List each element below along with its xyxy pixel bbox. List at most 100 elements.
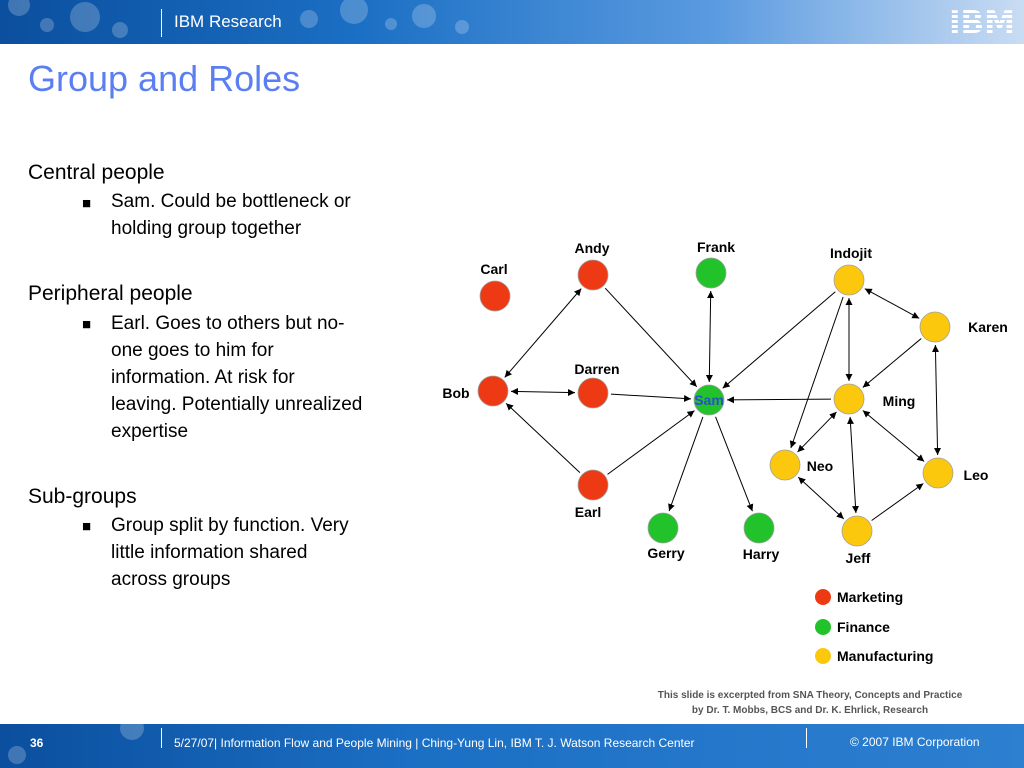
- edge-frank-sam: [705, 290, 715, 383]
- node-label-harry: Harry: [743, 546, 780, 562]
- edge-karen-leo: [932, 344, 941, 456]
- edge-bob-andy: [504, 288, 582, 378]
- legend-swatch: [815, 619, 831, 635]
- footer-divider: [806, 728, 807, 748]
- edge-indojit-sam: [722, 291, 836, 389]
- legend-swatch: [815, 589, 831, 605]
- legend-label: Marketing: [837, 589, 904, 605]
- header-bar: IBM Research IBM: [0, 0, 1024, 44]
- node-label-neo: Neo: [807, 458, 833, 474]
- node-label-leo: Leo: [964, 467, 989, 483]
- header-divider: [161, 9, 162, 37]
- decorative-dot: [8, 0, 30, 16]
- decorative-dot: [385, 18, 397, 30]
- edge-earl-bob: [505, 402, 581, 474]
- page-number: 36: [30, 736, 44, 750]
- node-harry: [743, 512, 775, 544]
- edge-ming-leo: [862, 410, 925, 462]
- node-label-darren: Darren: [574, 361, 619, 377]
- bullet-line: holding group together: [111, 218, 302, 239]
- node-label-bob: Bob: [442, 385, 469, 401]
- decorative-dot: [70, 2, 100, 32]
- edge-jeff-leo: [871, 483, 924, 521]
- bullet-line: one goes to him for: [111, 340, 274, 361]
- edge-earl-sam: [607, 410, 695, 475]
- bullet-central: Sam. Could be bottleneck or holding grou…: [111, 188, 416, 242]
- bullet-line: expertise: [111, 421, 189, 442]
- edge-indojit-neo: [789, 296, 844, 449]
- ibm-logo: IBM: [949, 5, 1015, 38]
- decorative-dot: [455, 20, 469, 34]
- bullet-line: information. At risk for: [111, 367, 295, 388]
- decorative-dot: [112, 22, 128, 38]
- node-label-earl: Earl: [575, 504, 601, 520]
- node-frank: [695, 257, 727, 289]
- node-jeff: [841, 515, 873, 547]
- bullet-marker: ■: [82, 518, 92, 535]
- source-credit: This slide is excerpted from SNA Theory,…: [600, 688, 1020, 718]
- bullet-line: Group split by function. Very: [111, 515, 349, 536]
- node-label-karen: Karen: [968, 319, 1008, 335]
- section-heading-central: Central people: [28, 161, 165, 184]
- node-label-ming: Ming: [883, 393, 916, 409]
- node-label-indojit: Indojit: [830, 245, 872, 261]
- node-leo: [922, 457, 954, 489]
- bullet-line: little information shared: [111, 542, 308, 563]
- node-label-jeff: Jeff: [846, 550, 871, 566]
- node-label-sam: Sam: [694, 392, 724, 408]
- bullet-marker: ■: [82, 195, 92, 212]
- bullet-line: Sam. Could be bottleneck or: [111, 191, 351, 212]
- footer-copyright: © 2007 IBM Corporation: [850, 735, 980, 749]
- decorative-dot: [340, 0, 368, 24]
- bullet-line: leaving. Potentially unrealized: [111, 394, 363, 415]
- edge-sam-harry: [715, 416, 754, 512]
- node-earl: [577, 469, 609, 501]
- section-heading-peripheral: Peripheral people: [28, 282, 193, 305]
- decorative-dot: [8, 746, 26, 764]
- edge-darren-sam: [610, 393, 692, 402]
- bullet-subgroups: Group split by function. Very little inf…: [111, 512, 416, 593]
- edge-ming-neo: [797, 411, 837, 453]
- edge-sam-gerry: [668, 416, 704, 512]
- credit-line: by Dr. T. Mobbs, BCS and Dr. K. Ehrlick,…: [691, 705, 929, 716]
- footer-bar: 36 5/27/07| Information Flow and People …: [0, 724, 1024, 768]
- node-andy: [577, 259, 609, 291]
- node-indojit: [833, 264, 865, 296]
- node-sam: [693, 384, 725, 416]
- node-neo: [769, 449, 801, 481]
- node-label-carl: Carl: [480, 261, 507, 277]
- edge-neo-jeff: [797, 476, 845, 520]
- legend-label: Finance: [837, 619, 890, 635]
- decorative-dot: [120, 724, 144, 740]
- node-bob: [477, 375, 509, 407]
- node-ming: [833, 383, 865, 415]
- decorative-dot: [40, 18, 54, 32]
- bullet-line: Earl. Goes to others but no-: [111, 313, 345, 334]
- decorative-dot: [300, 10, 318, 28]
- bullet-line: across groups: [111, 569, 231, 590]
- legend-label: Manufacturing: [837, 648, 934, 664]
- graph-edges: [504, 287, 941, 521]
- decorative-dot: [412, 4, 436, 28]
- node-carl: [479, 280, 511, 312]
- header-title: IBM Research: [174, 12, 282, 31]
- footer-divider: [161, 728, 162, 748]
- edge-ming-sam: [726, 396, 832, 404]
- node-karen: [919, 311, 951, 343]
- credit-line: This slide is excerpted from SNA Theory,…: [657, 690, 963, 701]
- edge-ming-jeff: [847, 416, 859, 514]
- legend-swatch: [815, 648, 831, 664]
- bullet-peripheral: Earl. Goes to others but no- one goes to…: [111, 310, 416, 445]
- node-darren: [577, 377, 609, 409]
- node-label-andy: Andy: [575, 240, 610, 256]
- section-heading-subgroups: Sub-groups: [28, 485, 137, 508]
- edge-andy-sam: [604, 287, 698, 388]
- bullet-marker: ■: [82, 316, 92, 333]
- edge-bob-darren: [510, 388, 576, 396]
- edge-indojit-karen: [864, 288, 920, 319]
- node-label-frank: Frank: [697, 239, 735, 255]
- node-label-gerry: Gerry: [647, 545, 685, 561]
- footer-text: 5/27/07| Information Flow and People Min…: [174, 736, 695, 750]
